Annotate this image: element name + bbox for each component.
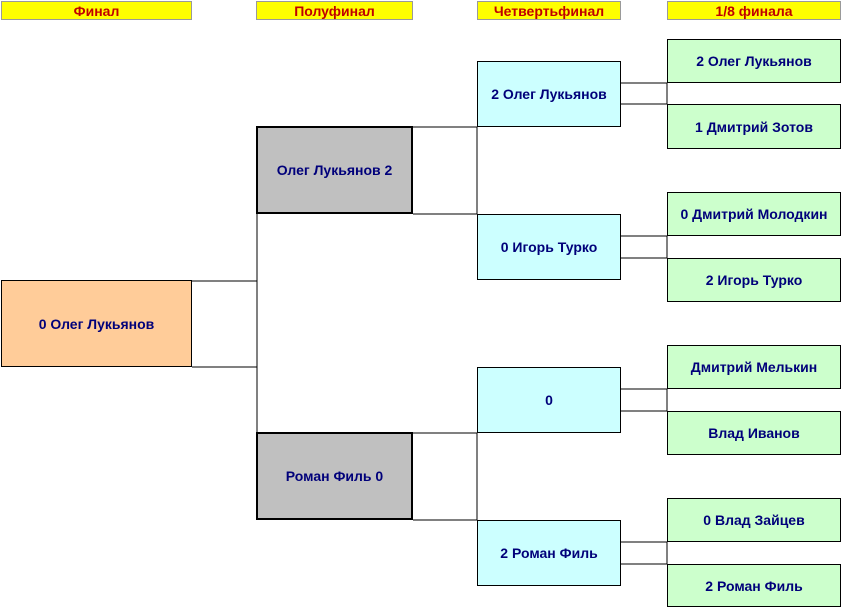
header-round16: 1/8 финала [667, 1, 841, 20]
round16-cell-4: 2 Игорь Турко [667, 258, 841, 302]
header-final: Финал [1, 1, 192, 20]
semifinal-cell-1: Олег Лукьянов 2 [256, 126, 413, 214]
round16-cell-7: 0 Влад Зайцев [667, 498, 841, 542]
final-cell: 0 Олег Лукьянов [1, 280, 192, 367]
round16-cell-5: Дмитрий Мелькин [667, 345, 841, 389]
round16-cell-8: 2 Роман Филь [667, 564, 841, 607]
round16-cell-6: Влад Иванов [667, 411, 841, 455]
quarterfinal-cell-3: 0 [477, 367, 621, 433]
quarterfinal-cell-1: 2 Олег Лукьянов [477, 61, 621, 127]
header-semifinal: Полуфинал [256, 1, 413, 20]
quarterfinal-cell-4: 2 Роман Филь [477, 520, 621, 586]
quarterfinal-cell-2: 0 Игорь Турко [477, 214, 621, 280]
round16-cell-3: 0 Дмитрий Молодкин [667, 192, 841, 236]
round16-cell-2: 1 Дмитрий Зотов [667, 104, 841, 149]
round16-cell-1: 2 Олег Лукьянов [667, 39, 841, 83]
semifinal-cell-2: Роман Филь 0 [256, 432, 413, 520]
header-quarterfinal: Четвертьфинал [477, 1, 621, 20]
